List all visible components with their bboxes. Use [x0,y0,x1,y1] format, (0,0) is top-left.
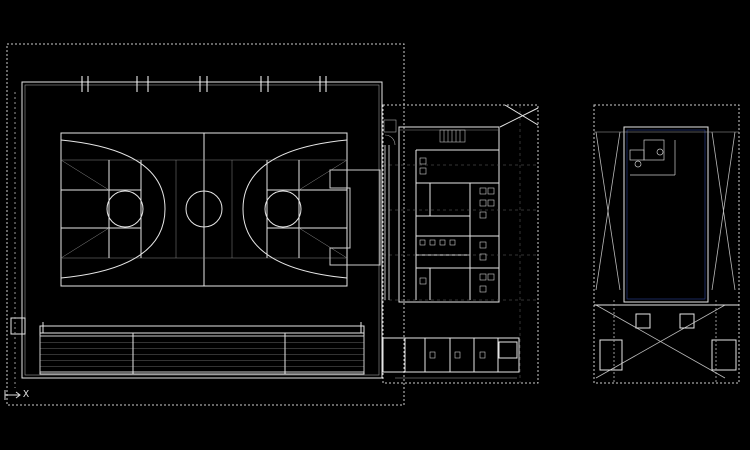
court-side-connector [329,169,381,266]
secondary-building-boundary [593,104,740,384]
secondary-building-braces [595,131,736,379]
basketball-court [60,132,348,287]
gym-boundary-dashed [6,43,405,406]
court-left-key [60,189,142,229]
ucs-axis-label: X [23,389,30,400]
service-block-plan [382,104,539,384]
service-block-grid [383,105,538,383]
lower-restroom-block [382,337,520,373]
court-center-circle [185,190,223,228]
stair-top [439,129,466,143]
secondary-building-wall [623,126,709,303]
service-block-boundary [382,104,539,384]
secondary-building-plan [593,104,740,384]
service-block-wall [398,126,500,303]
gym-corner-box [10,317,26,335]
gym-outer-wall [21,81,383,379]
gymnasium-plan [6,43,405,406]
court-right-key [266,189,348,229]
bleachers [39,322,365,375]
restroom-fixtures [419,157,495,293]
gym-top-columns [81,76,327,92]
gym-inner-wall [24,84,380,376]
ucs-axis-icon [4,390,21,400]
office-furniture [629,139,676,176]
